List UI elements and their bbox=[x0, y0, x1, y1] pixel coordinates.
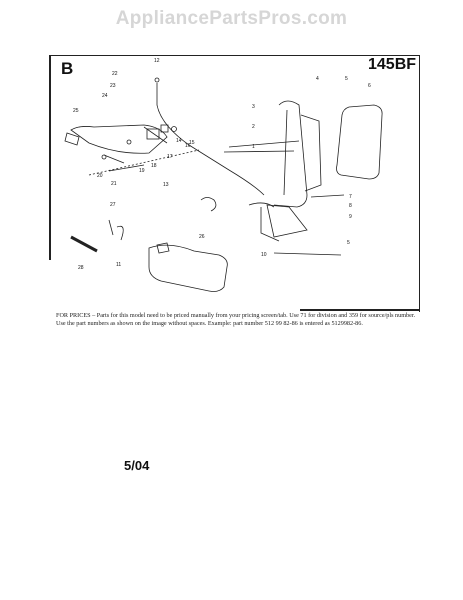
svg-text:7: 7 bbox=[349, 194, 352, 200]
backpack-frame bbox=[273, 100, 308, 208]
svg-text:14: 14 bbox=[176, 138, 182, 144]
parts-diagram: 12 22 23 24 25 16 14 15 17 18 19 20 21 1… bbox=[64, 58, 383, 292]
svg-text:17: 17 bbox=[167, 154, 173, 160]
svg-text:9: 9 bbox=[349, 214, 352, 220]
svg-text:21: 21 bbox=[111, 181, 117, 187]
svg-text:20: 20 bbox=[97, 173, 103, 179]
svg-text:19: 19 bbox=[139, 168, 145, 174]
svg-text:12: 12 bbox=[154, 58, 160, 64]
svg-text:25: 25 bbox=[73, 108, 79, 114]
svg-text:24: 24 bbox=[102, 93, 108, 99]
handle-assembly bbox=[70, 124, 168, 154]
svg-text:11: 11 bbox=[116, 262, 121, 268]
svg-text:26: 26 bbox=[199, 234, 205, 240]
site-watermark: AppliancePartsPros.com bbox=[115, 8, 348, 29]
svg-text:15: 15 bbox=[189, 140, 195, 146]
diagram-frame bbox=[49, 55, 420, 312]
svg-text:27: 27 bbox=[110, 202, 116, 208]
svg-text:5: 5 bbox=[347, 240, 350, 246]
svg-text:13: 13 bbox=[163, 182, 169, 188]
callout-numbers: 12 22 23 24 25 16 14 15 17 18 19 20 21 1… bbox=[73, 58, 371, 271]
hose-section bbox=[70, 235, 98, 253]
svg-text:28: 28 bbox=[78, 265, 84, 271]
revision-date: 5/04 bbox=[124, 458, 150, 473]
prices-note: FOR PRICES – Parts for this model need t… bbox=[56, 312, 416, 327]
frame-bottom-edge bbox=[300, 309, 420, 311]
section-letter: B bbox=[61, 59, 74, 78]
svg-text:18: 18 bbox=[151, 163, 157, 169]
svg-text:23: 23 bbox=[110, 83, 116, 89]
frame-left-edge bbox=[49, 55, 51, 260]
back-pad bbox=[336, 104, 383, 180]
fuel-tank bbox=[148, 244, 228, 292]
svg-text:2: 2 bbox=[252, 124, 255, 130]
model-number: 145BF bbox=[368, 56, 417, 73]
svg-text:3: 3 bbox=[252, 104, 255, 110]
svg-text:22: 22 bbox=[112, 71, 118, 77]
hose-clamp bbox=[200, 197, 217, 212]
svg-text:8: 8 bbox=[349, 203, 352, 209]
svg-text:4: 4 bbox=[316, 76, 319, 82]
svg-text:5: 5 bbox=[345, 76, 348, 82]
svg-text:16: 16 bbox=[185, 143, 191, 149]
svg-text:10: 10 bbox=[261, 252, 267, 258]
svg-text:6: 6 bbox=[368, 83, 371, 89]
svg-text:1: 1 bbox=[252, 144, 255, 150]
throttle-cable bbox=[156, 83, 265, 196]
